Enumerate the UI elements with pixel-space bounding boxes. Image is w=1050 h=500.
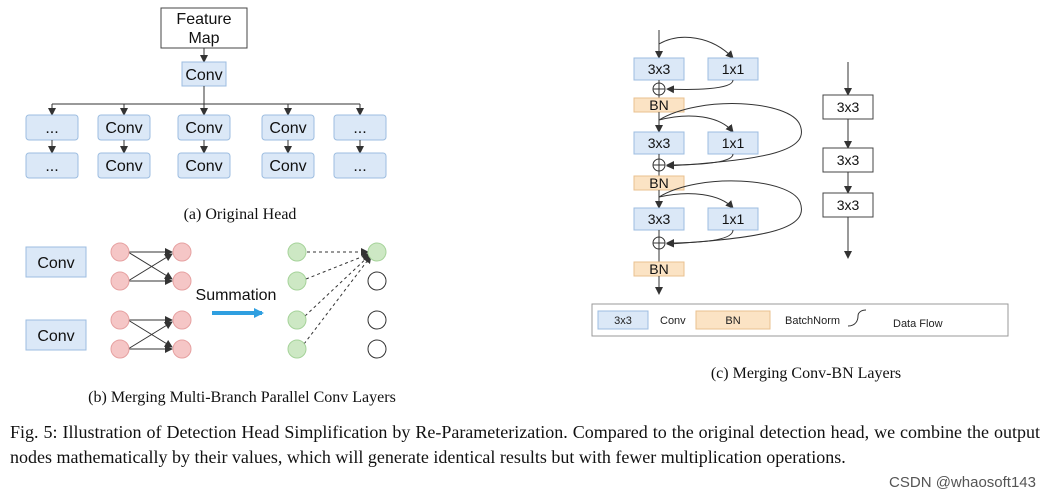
block-1: 3x3 1x1 BN <box>633 36 759 113</box>
merged-conv3x3-label: 3x3 <box>837 197 860 213</box>
node-red <box>110 271 130 291</box>
node-red <box>172 242 192 262</box>
merged-conv3x3-box <box>822 192 874 218</box>
panel-a-caption: (a) Original Head <box>184 206 297 223</box>
merged-chain: 3x3 3x3 3x3 <box>822 62 874 259</box>
panel-c-caption: (c) Merging Conv-BN Layers <box>711 365 901 382</box>
col5-top-label: ... <box>353 120 366 137</box>
bn-label: BN <box>649 97 668 113</box>
col3-bottom-box <box>177 152 231 179</box>
conv1x1-label: 1x1 <box>722 211 745 227</box>
identity-flow-curve <box>658 103 802 170</box>
identity-flow-curve <box>658 180 802 248</box>
node-green-output <box>367 242 387 262</box>
col3-top-label: Conv <box>185 120 222 137</box>
block-3: 3x3 1x1 BN <box>633 180 802 277</box>
legend: 3x3 Conv BN BatchNorm Data Flow <box>591 303 1009 337</box>
node-green <box>287 242 307 262</box>
upper-crossing-edges <box>127 248 173 285</box>
panel-a-original-head: Feature Map Conv ... ... Conv Conv Conv … <box>25 7 387 223</box>
node-green <box>287 310 307 330</box>
conv-label-top: Conv <box>37 255 74 272</box>
node-red <box>110 339 130 359</box>
feature-map-box <box>160 7 248 49</box>
node-empty <box>367 310 387 330</box>
node-red <box>172 271 192 291</box>
branch-to-sum-curve <box>666 79 734 94</box>
legend-conv-swatch <box>597 310 649 330</box>
watermark: CSDN @whaosoft143 <box>889 474 1036 491</box>
col3-bottom-label: Conv <box>185 158 222 175</box>
col4-bottom-box <box>261 152 315 179</box>
col5-bottom-label: ... <box>353 158 366 175</box>
node-red <box>172 310 192 330</box>
bn-label: BN <box>649 261 668 277</box>
feature-map-label-line1: Feature <box>176 11 231 28</box>
legend-data-flow-icon <box>847 309 867 327</box>
legend-bn-swatch-text: BN <box>725 315 740 327</box>
branch-to-sum-curve <box>666 153 734 169</box>
legend-bn-label: BatchNorm <box>785 315 840 327</box>
skip-flow-curve <box>658 115 734 133</box>
merged-dashed-edges <box>303 248 372 345</box>
skip-flow-curve <box>658 36 734 59</box>
merged-conv3x3-box <box>822 94 874 120</box>
col2-bottom-box <box>97 152 151 179</box>
merged-conv3x3-box <box>822 147 874 173</box>
node-red <box>110 242 130 262</box>
col1-bottom-box <box>25 152 79 179</box>
legend-data-flow-label: Data Flow <box>893 318 943 330</box>
merged-conv3x3-label: 3x3 <box>837 152 860 168</box>
conv-box-top <box>25 246 87 278</box>
conv-label-bottom: Conv <box>37 328 74 345</box>
conv1x1-label: 1x1 <box>722 135 745 151</box>
lower-crossing-edges <box>127 316 173 353</box>
block-2: 3x3 1x1 BN <box>633 103 802 191</box>
node-red <box>172 339 192 359</box>
col2-top-label: Conv <box>105 120 142 137</box>
col1-top-label: ... <box>45 120 58 137</box>
conv1x1-label: 1x1 <box>722 61 745 77</box>
figure-diagram: Feature Map Conv ... ... Conv Conv Conv … <box>25 7 1009 406</box>
feature-map-label-line2: Map <box>188 30 219 47</box>
bn-label: BN <box>649 175 668 191</box>
skip-flow-curve <box>658 193 734 209</box>
panel-b-merging-branches: Conv Conv Summation <box>25 242 396 406</box>
branch-to-sum-curve <box>666 229 734 247</box>
node-green <box>287 271 307 291</box>
summation-label: Summation <box>196 287 277 304</box>
merged-conv3x3-label: 3x3 <box>837 99 860 115</box>
legend-frame <box>591 303 1009 337</box>
node-green <box>287 339 307 359</box>
top-conv-label: Conv <box>185 67 222 84</box>
node-empty <box>367 271 387 291</box>
legend-conv-label: Conv <box>660 315 686 327</box>
top-conv-box <box>181 61 227 87</box>
col5-bottom-box <box>333 152 387 179</box>
conv3x3-label: 3x3 <box>648 211 671 227</box>
legend-bn-swatch <box>695 310 771 330</box>
conv3x3-label: 3x3 <box>648 61 671 77</box>
conv-box-bottom <box>25 319 87 351</box>
conv3x3-label: 3x3 <box>648 135 671 151</box>
figure-caption: Fig. 5: Illustration of Detection Head S… <box>10 422 1040 467</box>
col2-bottom-label: Conv <box>105 158 142 175</box>
col1-bottom-label: ... <box>45 158 58 175</box>
col4-bottom-label: Conv <box>269 158 306 175</box>
node-empty <box>367 339 387 359</box>
node-red <box>110 310 130 330</box>
legend-conv-swatch-text: 3x3 <box>614 315 632 327</box>
panel-c-merging-conv-bn: 3x3 1x1 BN 3x3 1x1 <box>591 30 1009 382</box>
col4-top-label: Conv <box>269 120 306 137</box>
panel-b-caption: (b) Merging Multi-Branch Parallel Conv L… <box>88 389 396 406</box>
